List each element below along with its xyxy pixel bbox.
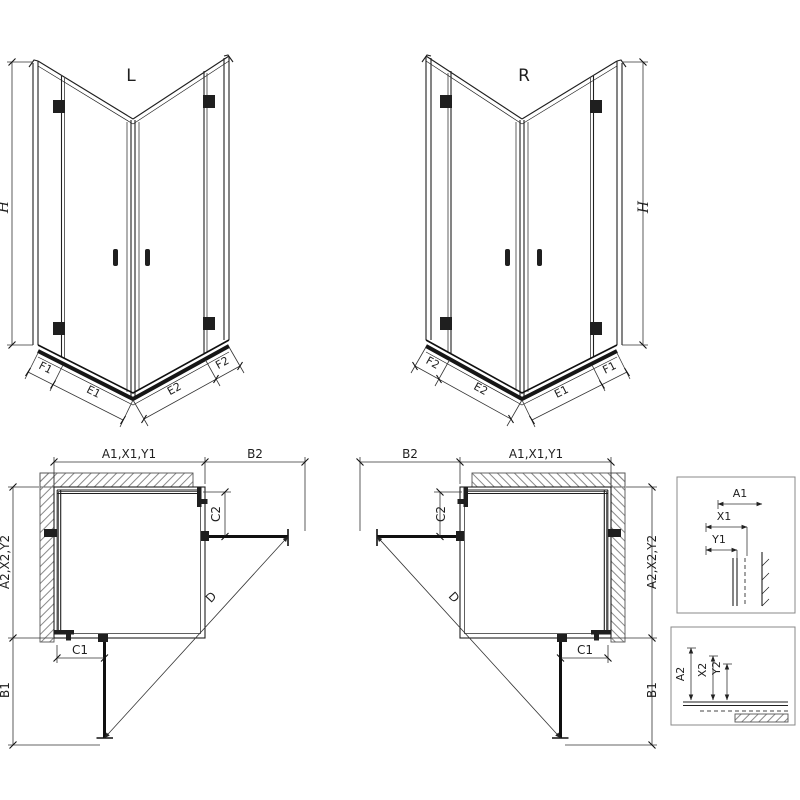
dim-label-c1-right: C1 [577, 643, 593, 657]
detail-label-y1: Y1 [711, 533, 726, 546]
iso-view-right: R H F2 E2 E1 F1 [409, 53, 652, 429]
dim-label-a2x2y2-right: A2,X2,Y2 [645, 535, 659, 589]
detail-label-x1: X1 [717, 510, 732, 523]
variant-label-left: L [126, 66, 136, 86]
detail-label-a2: A2 [674, 667, 687, 682]
dim-label-a1x1y1-left: A1,X1,Y1 [102, 447, 156, 461]
dim-label-c2-right: C2 [434, 506, 448, 522]
plan-view-left: A1,X1,Y1 B2 C2 A2,X2,Y2 C1 B1 D [0, 447, 309, 749]
detail-label-a1: A1 [733, 487, 748, 500]
dim-label-b1-right: B1 [645, 682, 659, 698]
variant-label-right: R [518, 66, 530, 86]
dim-label-f2-left: F2 [213, 354, 231, 372]
iso-view-left: L H F1 E1 E2 F2 [0, 53, 246, 429]
detail-label-x2: X2 [696, 663, 709, 678]
dim-label-b2-left: B2 [247, 447, 263, 461]
dim-label-e2-right: E2 [471, 380, 489, 398]
plan-right-drawing [357, 457, 658, 749]
detail-wall-border [676, 476, 796, 614]
plan-view-right: B2 A1,X1,Y1 C2 A2,X2,Y2 C1 B1 D [357, 447, 659, 749]
detail-label-y2: Y2 [710, 661, 723, 676]
dim-label-e1-left: E1 [84, 383, 102, 401]
dim-label-height-right: H [636, 200, 652, 214]
plan-left-drawing [8, 457, 309, 749]
dim-label-e1-right: E1 [552, 383, 570, 401]
dim-label-f2-right: F2 [424, 354, 442, 372]
detail-floor-border [670, 626, 796, 726]
dim-label-height-left: H [0, 200, 12, 214]
dim-label-b2-right: B2 [402, 447, 418, 461]
dim-label-c1-left: C1 [72, 643, 88, 657]
dim-label-e2-left: E2 [165, 380, 183, 398]
dim-label-a2x2y2-left: A2,X2,Y2 [0, 535, 12, 589]
dim-label-a1x1y1-right: A1,X1,Y1 [509, 447, 563, 461]
dim-label-b1-left: B1 [0, 682, 12, 698]
detail-wall-profile: A1 X1 Y1 [676, 476, 796, 614]
dim-label-c2-left: C2 [209, 506, 223, 522]
dim-label-f1-left: F1 [37, 359, 55, 377]
detail-floor-profile: A2 X2 Y2 [670, 626, 796, 726]
dim-label-f1-right: F1 [601, 359, 619, 377]
